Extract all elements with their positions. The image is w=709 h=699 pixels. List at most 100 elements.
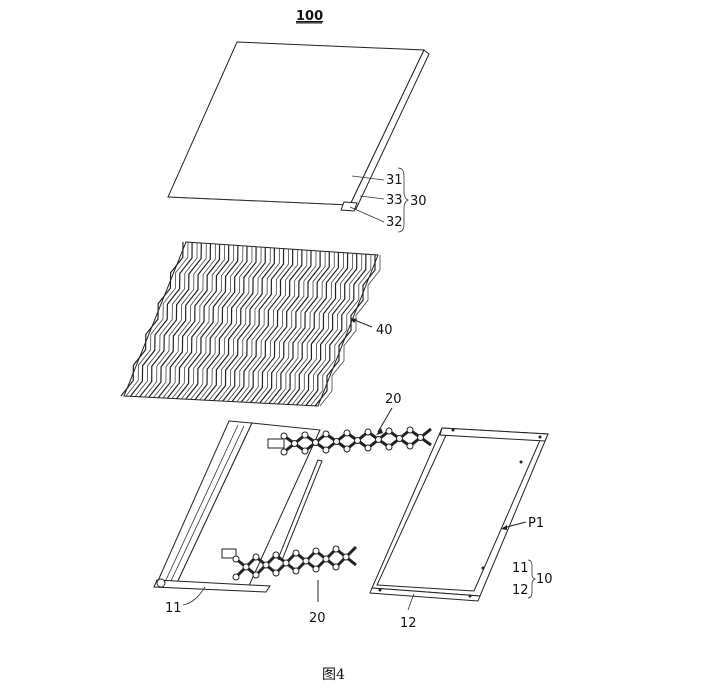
scissor-pivot [272,569,280,577]
label-20-bottom: 20 [309,611,326,626]
scissor-pivot [332,545,340,553]
scissor-pivot [282,559,290,567]
scissor-pivot [252,571,260,579]
mesh-strip-edge [208,247,271,401]
label-32: 32 [386,215,403,230]
leader-12 [407,593,415,611]
scissor-pivot [322,446,330,454]
label-31: 31 [386,173,403,188]
mesh-strip [185,246,248,400]
scissor-pivot [301,431,309,439]
scissor-pivot [291,440,298,447]
arrow-40 [350,318,357,323]
label-40: 40 [376,323,393,338]
label-11: 11 [165,601,182,616]
mesh-strip-edge [218,248,280,402]
mesh-strip [212,248,275,402]
label-P1: P1 [528,516,544,531]
label-10: 10 [536,572,553,587]
bracket-10 [527,559,537,599]
scissor-pivot [292,567,300,575]
mesh-strips [120,241,381,407]
scissor-pivot [364,428,372,436]
label-11-group: 11 [512,561,529,576]
assembly-reference-100: 100 [296,9,323,24]
mesh-strip [157,244,221,399]
mesh-strip [249,250,312,404]
scissor-pivot [417,434,424,441]
mesh-strip-edge [273,251,335,404]
mesh-strip-edge [254,250,317,403]
scissor-pivot [312,565,320,573]
leader-11 [182,586,206,606]
label-12: 12 [400,616,417,631]
label-12-group: 12 [512,583,529,598]
scissor-pivot [375,436,382,443]
mesh-strip [231,249,294,403]
mesh-strip-edge [282,252,344,405]
scissor-pivot [354,437,361,444]
mesh-strip-edge [310,254,372,406]
mesh-strip-edge [190,246,253,400]
arrow-20-top [376,428,383,435]
mesh-strip-edge [199,246,262,401]
mesh-strip-edge [171,245,235,399]
scissor-pivot [342,553,350,561]
mesh-strip-edge [264,251,326,404]
scissor-pivot [252,553,260,561]
mesh-strip [305,254,367,406]
mesh-strip [148,243,211,398]
mesh-strip-edge [153,243,216,398]
tray-frame-12 [369,427,549,602]
scissor-pivot [232,573,240,581]
scissor-pivot [272,551,280,559]
arrow-P1 [501,525,507,530]
scissor-pivot [301,447,309,455]
mesh-strip-edge [134,242,198,397]
mesh-strip-edge [125,241,189,397]
scissor-links-top [280,426,432,456]
scissor-pivot [332,563,340,571]
scissor-pivot [396,435,403,442]
mesh-strip [286,253,349,405]
mesh-strip [259,251,321,404]
scissor-pivot [232,555,240,563]
label-20-top: 20 [385,392,402,407]
mesh-strip [277,252,339,405]
cover-leader-lines [349,167,409,233]
mesh-strip [194,246,257,401]
mesh-strip [240,249,303,403]
scissor-linkage-top-20 [267,426,432,456]
mesh-strip-edge [236,249,299,402]
label-33: 33 [386,193,403,208]
mesh-strip-edge [181,245,244,400]
mesh-strip [175,245,239,400]
mesh-strip-edge [227,248,289,402]
scissor-pivot [322,555,330,563]
scissor-pivot [333,438,340,445]
scissor-pivot [364,444,372,452]
base-frame-11 [153,420,323,593]
scissor-pivot [343,429,351,437]
mesh-strip-edge [319,255,381,407]
scissor-pivot [292,549,300,557]
scissor-pivot [280,448,288,456]
mesh-strip [120,241,184,397]
mesh-strip [203,247,266,401]
mesh-layer-40 [120,241,381,407]
scissor-pivot [312,439,319,446]
cover-panel-30 [167,41,430,212]
scissor-pivot [312,547,320,555]
mesh-strip-edge [301,253,363,406]
scissor-pivot [302,557,310,565]
scissor-pivot [385,427,393,435]
scissor-pivot [406,442,414,450]
mesh-strip [222,248,285,402]
mesh-strip [268,251,330,404]
scissor-pivot [406,426,414,434]
leader-20-top [377,407,393,433]
mesh-strip-edge [245,249,308,403]
mesh-strip [166,245,230,399]
